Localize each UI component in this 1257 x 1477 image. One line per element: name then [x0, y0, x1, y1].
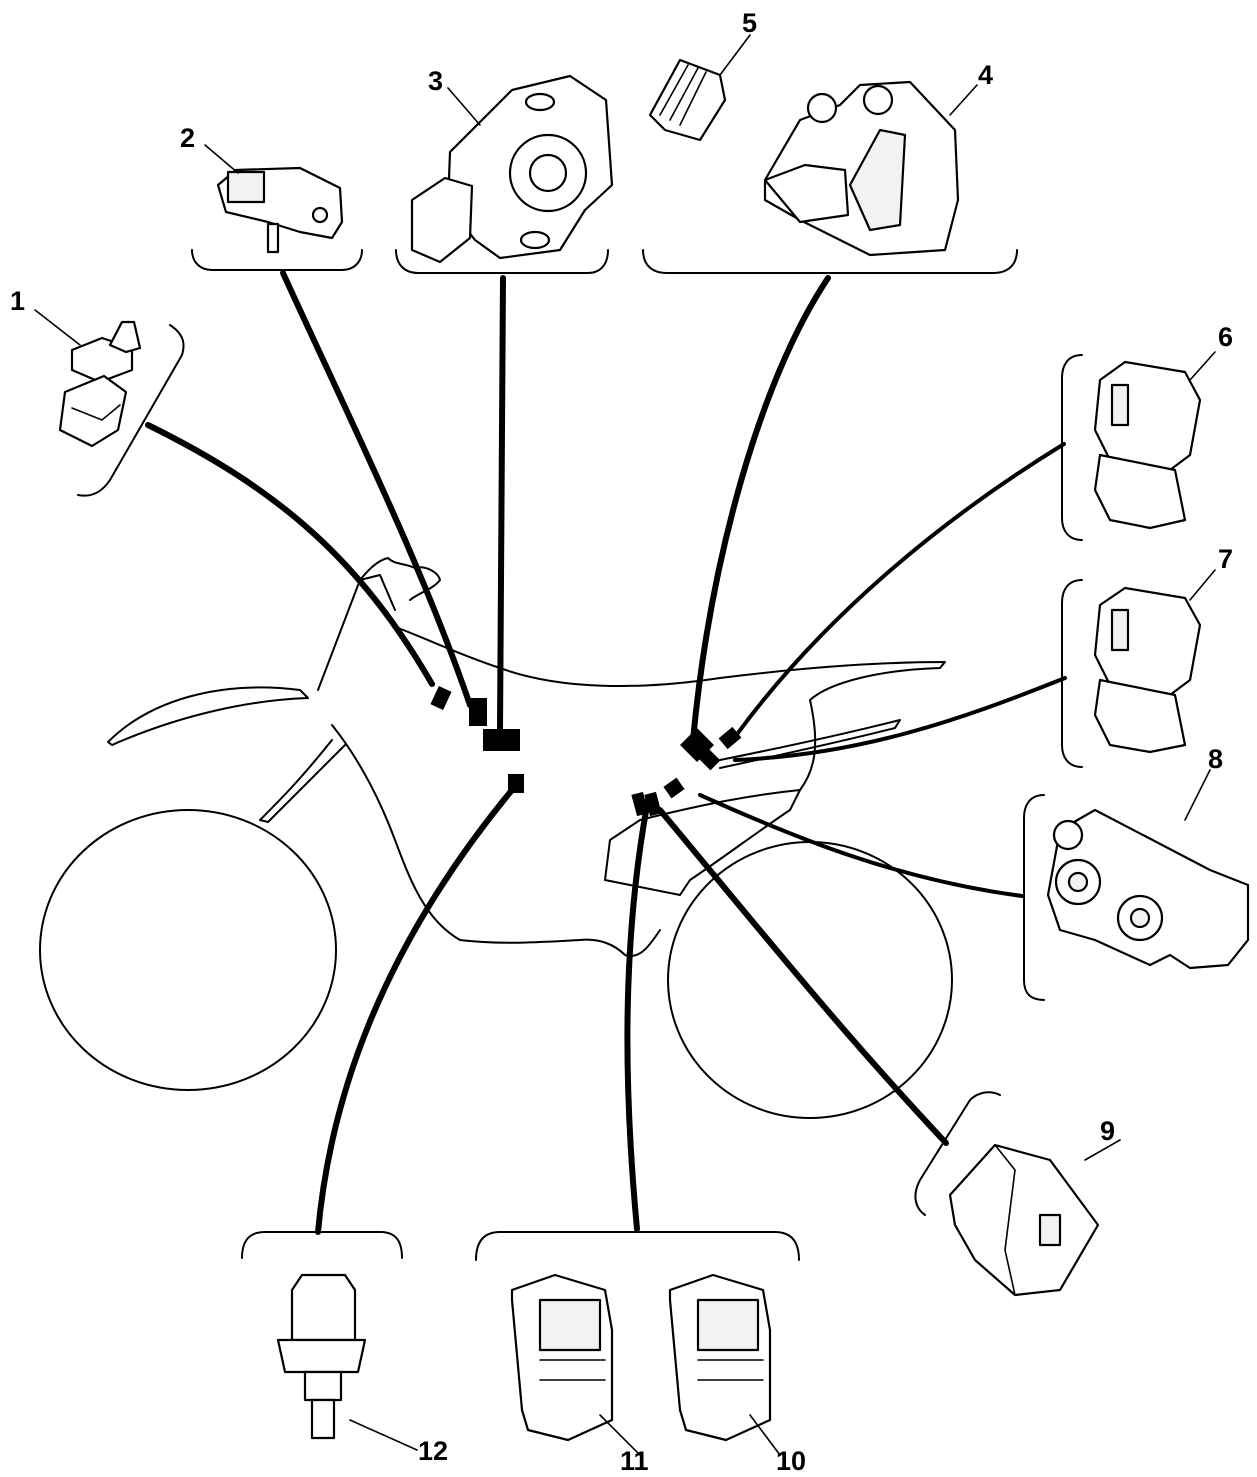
callout-9: 9	[1100, 1116, 1115, 1146]
component-1-sensor	[60, 322, 140, 446]
component-5-fuse	[650, 60, 725, 140]
callout-10: 10	[776, 1446, 806, 1476]
front-fork	[260, 575, 395, 822]
callout-11: 11	[620, 1446, 649, 1476]
component-3-sensor	[412, 76, 612, 262]
leader-12	[318, 790, 512, 1232]
component-7-relay	[1095, 588, 1200, 752]
marker-2	[469, 698, 487, 726]
callout-6: 6	[1218, 322, 1233, 352]
bracket-10-11	[476, 1232, 799, 1260]
leader-9	[660, 810, 946, 1143]
component-11-connector	[512, 1275, 612, 1440]
bracket-4-5	[643, 250, 1017, 273]
bracket-6	[1062, 355, 1082, 540]
component-12-sensor	[278, 1275, 365, 1438]
marker-1	[430, 686, 451, 710]
component-2-sensor	[218, 168, 342, 252]
bracket-12	[242, 1232, 402, 1258]
leader-1	[148, 425, 432, 684]
marker-8	[663, 778, 684, 799]
component-9-relay	[950, 1145, 1098, 1295]
callout-2: 2	[180, 123, 195, 153]
leader-3	[500, 278, 503, 730]
leader-10-11	[627, 800, 648, 1229]
leader-lines	[148, 273, 1065, 1232]
callout-3: 3	[428, 66, 443, 96]
component-8-sensor	[1048, 810, 1248, 968]
component-6-relay	[1095, 362, 1200, 528]
marker-3	[483, 729, 520, 751]
leader-6	[735, 444, 1064, 737]
component-4-relay	[765, 82, 958, 255]
leader-2	[283, 273, 470, 705]
callout-8: 8	[1208, 744, 1223, 774]
callout-1: 1	[10, 286, 25, 316]
rear-wheel	[668, 842, 952, 1118]
component-10-connector	[670, 1275, 770, 1440]
leader-8	[700, 795, 1022, 896]
callout-4: 4	[978, 60, 993, 90]
front-fender	[108, 687, 308, 745]
front-wheel	[40, 810, 336, 1090]
callout-brackets	[78, 250, 1082, 1260]
callout-7: 7	[1218, 544, 1233, 574]
leader-4-5	[693, 278, 828, 740]
marker-12	[508, 774, 524, 793]
bracket-8	[1024, 795, 1044, 1000]
bracket-7	[1062, 580, 1082, 767]
callout-5: 5	[742, 8, 757, 38]
callout-12: 12	[418, 1436, 448, 1466]
